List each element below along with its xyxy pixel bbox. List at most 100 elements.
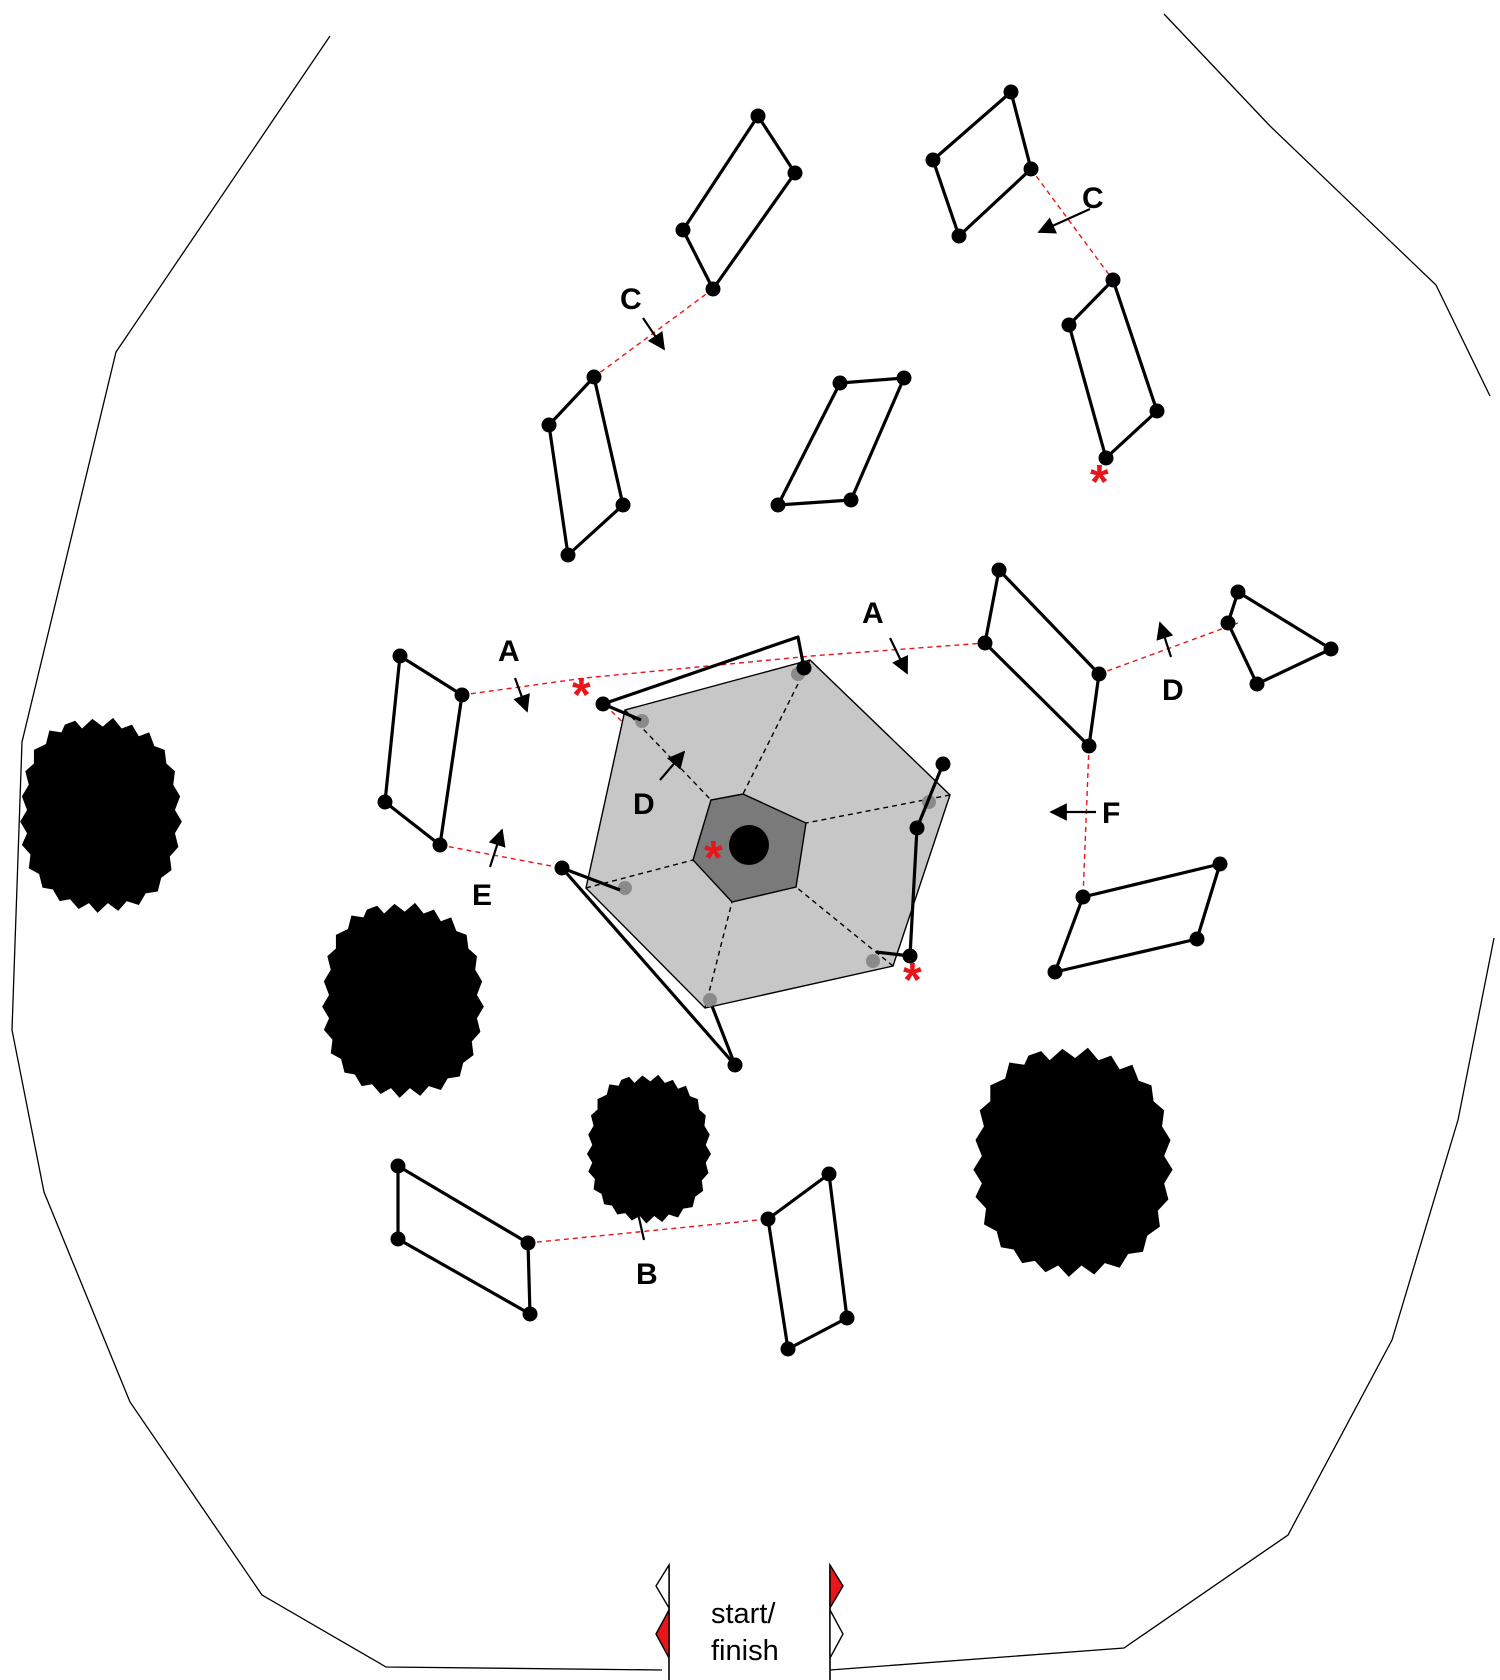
label-a: A [862,597,884,630]
obstacle-post [541,417,557,433]
hub-spoke [704,901,733,1009]
flag-icon [829,1562,844,1611]
obstacle-post [951,228,967,244]
obstacle-post [1323,641,1339,657]
obstacle-post [615,497,631,513]
obstacle-post [770,497,786,513]
hub-pin [618,881,632,895]
start-marker: * [1090,456,1109,509]
obstacle-frame [1053,862,1222,974]
obstacle-post [1189,931,1205,947]
obstacle-post [991,562,1007,578]
obstacle-labels: C C A A D D E F B [472,182,1184,1291]
hub-pin [703,993,717,1007]
obstacle-post [1061,317,1077,333]
obstacle-post [432,837,448,853]
obstacle-frame [1067,278,1159,460]
obstacle-post [454,687,470,703]
obstacle [675,108,803,297]
hub-spoke [805,794,951,824]
obstacle-post [750,108,766,124]
obstacle-post [560,547,576,563]
sail-post [796,660,812,676]
obstacle-post [520,1235,536,1251]
obstacle-post [1047,964,1063,980]
obstacle [377,648,470,853]
label-f: F [1102,797,1120,830]
hub-center-pole [729,825,769,865]
obstacle-post [896,370,912,386]
obstacle-frame [983,568,1101,748]
obstacle [1220,584,1339,692]
obstacle-post [390,1231,406,1247]
obstacle-post [1075,889,1091,905]
direction-arrows [488,207,1174,1241]
obstacle [390,1158,538,1322]
flag-icon [655,1609,670,1659]
label-d: D [633,788,655,821]
hub-pin [635,714,649,728]
obstacle-post [1081,738,1097,754]
tree-icon [322,902,484,1098]
hub-pin [866,954,880,968]
flag-icon [829,1609,844,1659]
obstacle [1047,856,1228,980]
obstacle [541,369,631,563]
tree-icon [586,1074,712,1224]
obstacle-post [780,1341,796,1357]
obstacle [977,562,1107,754]
obstacle-post [377,794,393,810]
arrow-icon [1037,207,1091,234]
label-d: D [1162,674,1184,707]
sail-post [595,696,611,712]
obstacle-frame [766,1172,849,1351]
arrow-icon [659,750,686,781]
obstacle-post [1023,161,1039,177]
obstacle-post [1105,272,1121,288]
start-marker: * [704,832,723,885]
obstacle-post [832,375,848,391]
obstacle-post [1149,403,1165,419]
obstacle [770,370,912,513]
obstacle-frame [776,376,906,507]
sail-post [902,948,918,964]
obstacle [1061,272,1165,466]
obstacle-post [1249,676,1265,692]
start-finish-label: finish [711,1635,779,1667]
obstacle-post [586,369,602,385]
obstacle-post [705,281,721,297]
obstacle-post [839,1310,855,1326]
arrow-icon [629,1198,648,1241]
label-e: E [472,879,492,912]
obstacle-post [1098,450,1114,466]
label-c: C [620,283,642,316]
obstacle-post [1091,666,1107,682]
obstacle [925,84,1039,244]
label-a: A [498,635,520,668]
sail-post [554,860,570,876]
arrow-icon [488,828,506,868]
obstacle-post [821,1166,837,1182]
obstacle-frame [681,114,797,291]
obstacle-post [1220,615,1236,631]
obstacles [377,84,1339,1357]
route-line [1082,745,1090,898]
route-line [527,1218,769,1244]
obstacle-post [522,1306,538,1322]
label-c: C [1082,182,1104,215]
obstacle-post [925,152,941,168]
course-boundary [11,13,1495,1671]
obstacle-frame [1226,590,1333,686]
start-marker: * [903,954,922,1007]
arrow-icon [642,317,665,351]
arrow-icon [889,637,908,675]
obstacle-post [1212,856,1228,872]
arrow-icon [1156,621,1174,658]
sail-post [909,820,925,836]
hub-spoke [742,659,811,795]
arrow-icon [513,677,530,713]
obstacle-post [760,1211,776,1227]
tree-icon [973,1047,1173,1277]
hub-sails [560,635,945,1067]
